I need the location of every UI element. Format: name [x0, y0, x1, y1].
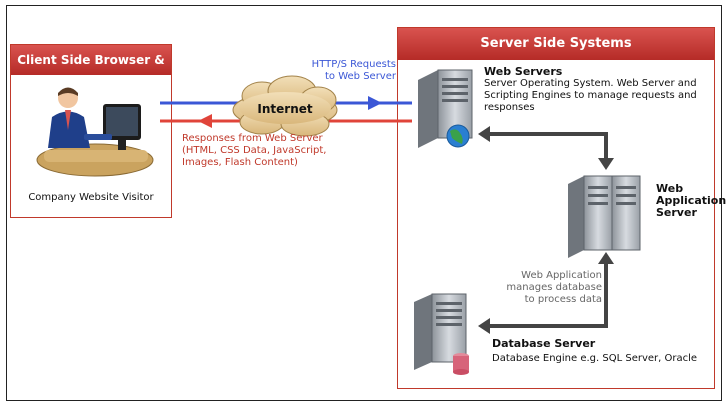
internet-label: Internet: [257, 102, 313, 116]
server-title: Server Side Systems: [398, 28, 714, 60]
server-globe-icon: [418, 69, 473, 148]
request-label: HTTP/S Requests to Web Server: [296, 59, 396, 83]
app-server-title-line: Server: [656, 206, 697, 219]
response-label-line: (HTML, CSS Data, JavaScript,: [182, 145, 327, 156]
app-server-title: Web Application Server: [656, 182, 727, 219]
app-server-title-line: Application: [656, 194, 727, 207]
client-title: Client Side Browser & PC: [11, 45, 171, 97]
response-label: Responses from Web Server (HTML, CSS Dat…: [182, 133, 372, 169]
app-server-title-line: Web: [656, 182, 684, 195]
database-server-icon: [414, 293, 469, 375]
web-servers-desc-line: Server Operating System. Web Server and: [484, 78, 697, 89]
db-note-line: manages database: [506, 282, 602, 293]
db-note: Web Application manages database to proc…: [498, 270, 602, 306]
server-rack-icon: [568, 175, 641, 258]
request-label-line: HTTP/S Requests: [311, 59, 396, 70]
database-title: Database Server: [492, 337, 596, 350]
app-db-connector: [478, 252, 614, 334]
response-label-line: Images, Flash Content): [182, 157, 298, 168]
computer-user-icon: [36, 87, 154, 177]
web-app-connector: [478, 126, 614, 170]
database-desc: Database Engine e.g. SQL Server, Oracle: [492, 353, 698, 364]
request-label-line: to Web Server: [325, 71, 396, 82]
db-note-line: Web Application: [521, 270, 602, 281]
response-label-line: Responses from Web Server: [182, 133, 323, 144]
internet-cloud-icon: [232, 75, 338, 137]
web-servers-desc-line: responses: [484, 102, 535, 113]
web-servers-title: Web Servers: [484, 65, 563, 78]
web-servers-block: Web Servers Server Operating System. Web…: [484, 66, 716, 114]
client-caption: Company Website Visitor: [28, 192, 154, 203]
client-box: Client Side Browser & PC Company Website…: [10, 44, 172, 218]
database-block: Database Server Database Engine e.g. SQL…: [492, 338, 716, 365]
db-note-line: to process data: [524, 294, 602, 305]
web-servers-desc-line: Scripting Engines to manage requests and: [484, 90, 697, 101]
